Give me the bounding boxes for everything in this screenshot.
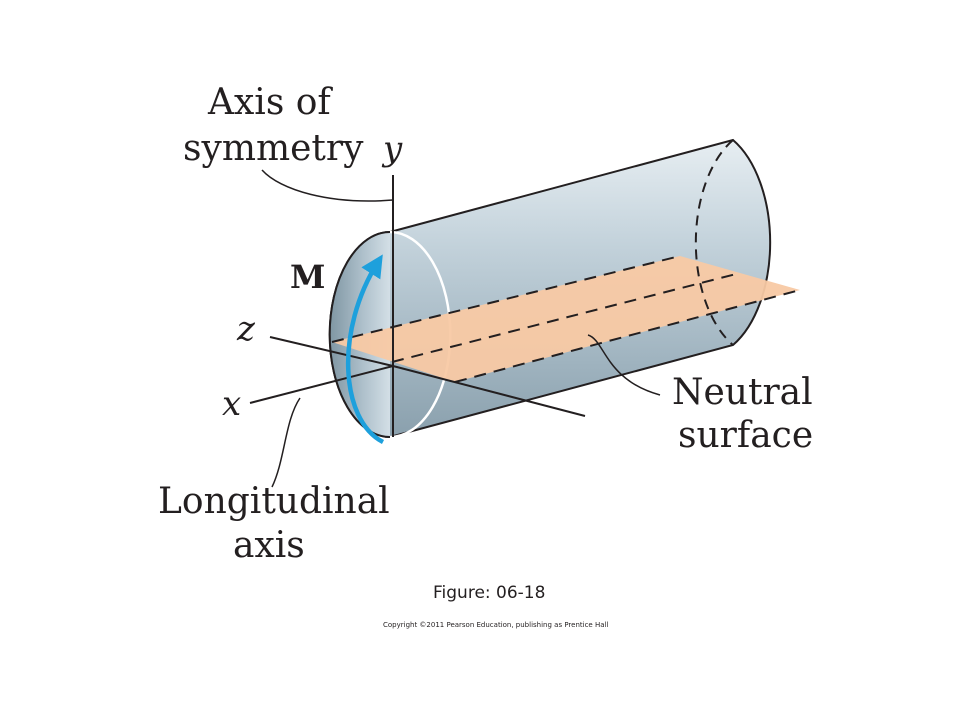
neutral-surface-label-line1: Neutral (672, 372, 813, 413)
copyright-notice: Copyright ©2011 Pearson Education, publi… (383, 621, 608, 629)
z-axis-label: z (236, 309, 256, 349)
moment-label: M (290, 258, 325, 296)
neutral-surface-label-line2: surface (678, 415, 813, 456)
axis-of-symmetry-label-line2: symmetry (183, 128, 364, 169)
figure-caption: Figure: 06-18 (433, 583, 545, 603)
longitudinal-axis-label-line2: axis (233, 525, 305, 566)
axis-of-symmetry-leader (261, 169, 394, 202)
moment-arrow (345, 254, 385, 445)
x-axis-line (249, 365, 394, 404)
far-end-hidden-edge (694, 139, 734, 346)
z-axis-line (269, 336, 394, 367)
axis-of-symmetry-label-line1: Axis of (207, 82, 333, 123)
x-axis-label: x (222, 384, 241, 424)
longitudinal-axis-label-line1: Longitudinal (158, 481, 390, 522)
y-axis-label: y (381, 129, 403, 169)
longitudinal-axis-line (392, 365, 586, 417)
longitudinal-axis-leader (271, 397, 301, 488)
neutral-surface-leader (587, 334, 661, 396)
